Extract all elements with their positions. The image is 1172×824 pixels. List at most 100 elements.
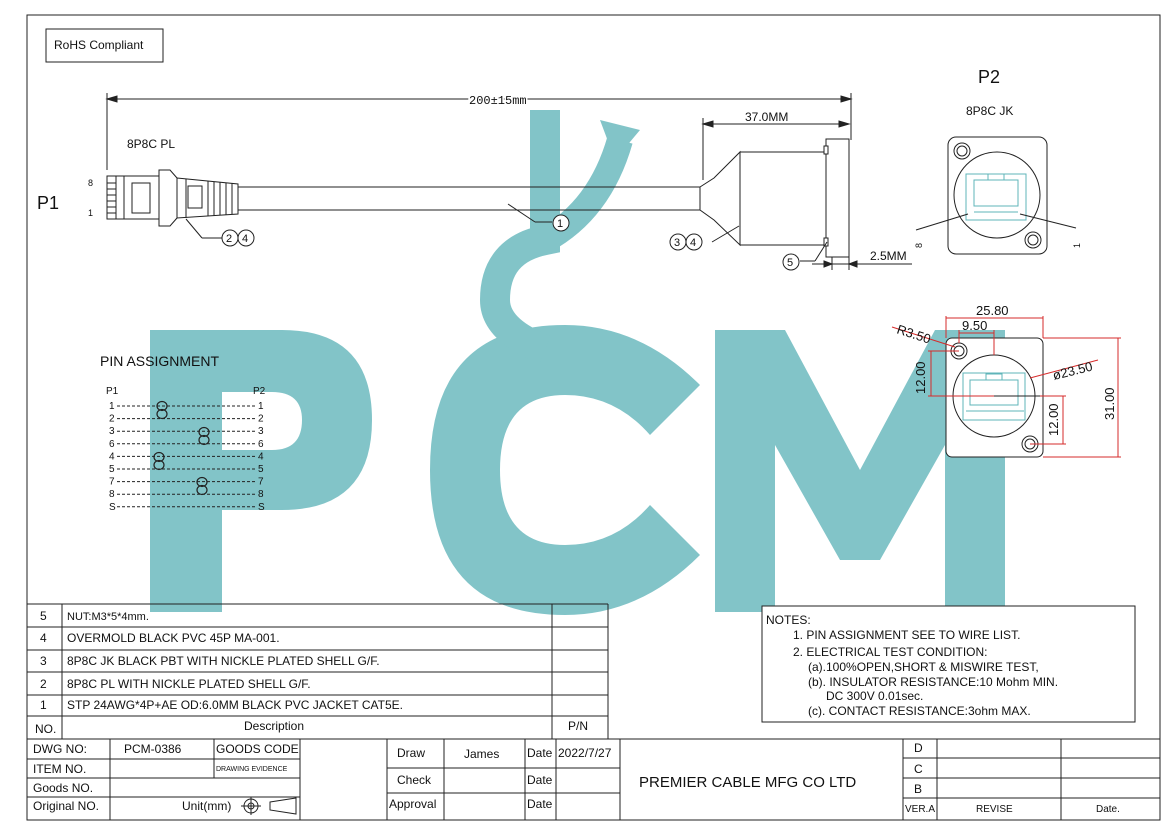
pin-right-header: P2 (253, 386, 266, 397)
p1-plug (106, 169, 239, 227)
panel-height-total-label: 31.00 (1102, 387, 1117, 420)
pin-right-number: 6 (258, 439, 264, 450)
pin-right-number: 5 (258, 464, 264, 475)
dim-overall-length (105, 93, 853, 170)
ver-label: VER.A (905, 804, 935, 815)
panel-diameter-label: ø23.50 (1051, 359, 1094, 383)
p2-part-label: 8P8C JK (966, 104, 1013, 118)
panel-width-label: 25.80 (976, 303, 1009, 318)
callout-p1-a: 2 (226, 233, 232, 245)
bom-table-grid (27, 603, 609, 740)
overall-length-label: 200±15mm (469, 94, 527, 108)
approval-label: Approval (389, 797, 436, 811)
pin-assignment-title: PIN ASSIGNMENT (100, 353, 219, 369)
pin-left-number: 4 (109, 451, 115, 462)
goods-code-label: GOODS CODE (216, 742, 299, 756)
dwg-no-label: DWG NO: (33, 742, 87, 756)
bom-item-description: OVERMOLD BLACK PVC 45P MA-001. (67, 631, 280, 645)
pin-left-number: 8 (109, 489, 115, 500)
goods-no-label: Goods NO. (33, 781, 93, 795)
note-line-4: (b). INSULATOR RESISTANCE:10 Mohm MIN. (808, 675, 1058, 689)
note-line-6: (c). CONTACT RESISTANCE:3ohm MAX. (808, 704, 1031, 718)
pcm-watermark (150, 110, 1005, 615)
approval-date-label: Date (527, 797, 553, 811)
pin-right-number: 3 (258, 426, 264, 437)
bom-row: 1 STP 24AWG*4P+AE OD:6.0MM BLACK PVC JACK… (40, 698, 403, 712)
dim-jack-length (701, 118, 851, 180)
panel-hole-spacing-label: 9.50 (962, 318, 987, 333)
bom-item-description: NUT:M3*5*4mm. (67, 611, 149, 623)
pin-right-number: 1 (258, 401, 264, 412)
p2-pin-left: 8 (914, 243, 924, 248)
callout-nut: 5 (787, 257, 793, 269)
revise-label: REVISE (976, 804, 1013, 815)
callout-jack-a: 3 (674, 237, 680, 249)
pin-left-number: S (109, 502, 116, 513)
pin-left-number: 1 (109, 401, 115, 412)
p1-part-label: 8P8C PL (127, 137, 175, 151)
check-label: Check (397, 773, 432, 787)
title-block-grid (27, 738, 1160, 820)
dwg-no-value: PCM-0386 (124, 742, 182, 756)
projection-symbol-icon (241, 797, 297, 815)
callout-leaders (185, 203, 828, 262)
revision-c: C (914, 762, 923, 776)
pin-right-number: 8 (258, 489, 264, 500)
callout-cable: 1 (557, 218, 563, 230)
bom-header-description: Description (244, 719, 304, 733)
notes-title: NOTES: (766, 613, 811, 627)
bom-item-description: 8P8C JK BLACK PBT WITH NICKLE PLATED SHE… (67, 654, 380, 668)
bom-item-number: 3 (40, 654, 47, 668)
note-line-3: (a).100%OPEN,SHORT & MISWIRE TEST, (808, 660, 1039, 674)
p2-title: P2 (978, 67, 1000, 87)
pin-right-number: 7 (258, 477, 264, 488)
p2-front-view (915, 136, 1077, 255)
callout-p1-b: 4 (242, 233, 248, 245)
callout-bubbles (221, 214, 800, 271)
company-name: PREMIER CABLE MFG CO LTD (639, 774, 856, 791)
rohs-box (45, 28, 164, 63)
cable-body (238, 186, 700, 211)
notes-box (761, 605, 1136, 723)
pin-right-number: 2 (258, 414, 264, 425)
bom-header-pn: P/N (568, 719, 588, 733)
panel-dim-lines (891, 316, 1121, 458)
unit-label: Unit(mm) (182, 799, 231, 813)
rohs-label: RoHS Compliant (54, 38, 144, 52)
check-date-label: Date (527, 773, 553, 787)
bom-item-number: 4 (40, 631, 47, 645)
pin-left-header: P1 (106, 386, 119, 397)
panel-height-top-label: 12.00 (913, 361, 928, 394)
drawing-evidence-label: DRAWING EVIDENCE (216, 766, 288, 773)
p1-title: P1 (37, 193, 59, 213)
bom-row: 3 8P8C JK BLACK PBT WITH NICKLE PLATED SH… (40, 654, 380, 668)
bom-row: 4 OVERMOLD BLACK PVC 45P MA-001. (40, 631, 280, 645)
p1-pin-bottom: 1 (88, 208, 93, 218)
bom-item-number: 1 (40, 698, 47, 712)
pin-left-number: 6 (109, 439, 115, 450)
draw-date-label: Date (527, 746, 553, 760)
sheet-border (26, 14, 1161, 821)
note-line-5: DC 300V 0.01sec. (826, 689, 923, 703)
p2-pin-right: 1 (1072, 243, 1082, 248)
bom-item-description: STP 24AWG*4P+AE OD:6.0MM BLACK PVC JACKE… (67, 698, 403, 712)
note-line-2: 2. ELECTRICAL TEST CONDITION: (793, 645, 987, 659)
twisted-pair-marks (153, 400, 210, 496)
revision-b: B (914, 782, 922, 796)
bom-item-description: 8P8C PL WITH NICKLE PLATED SHELL G/F. (67, 677, 311, 691)
jack-length-label: 37.0MM (745, 110, 788, 124)
rev-date-label: Date. (1096, 804, 1120, 815)
panel-height-bottom-label: 12.00 (1046, 403, 1061, 436)
p1-pin-top: 8 (88, 178, 93, 188)
panel-dimension-view (928, 337, 1064, 458)
